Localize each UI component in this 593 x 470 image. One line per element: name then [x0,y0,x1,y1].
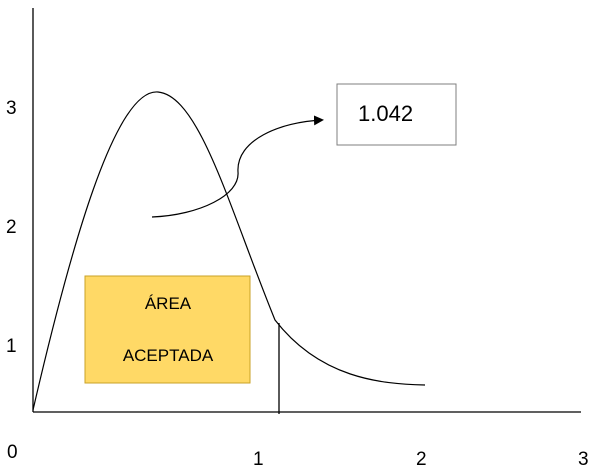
y-tick-2: 2 [6,217,17,238]
x-tick-3: 3 [578,449,589,470]
x-tick-1: 1 [253,449,264,470]
accepted-area-line1: ÁREA [145,294,192,313]
origin-label: 0 [7,442,18,463]
curved-arrow [151,115,324,218]
value-box [336,83,457,146]
accepted-area-box [84,275,251,384]
y-tick-1: 1 [6,336,17,357]
x-tick-2: 2 [416,449,427,470]
value-box-text: 1.042 [358,101,413,126]
y-tick-3: 3 [6,98,17,119]
accepted-area-line2: ACEPTADA [123,346,214,365]
distribution-curve [32,91,426,411]
